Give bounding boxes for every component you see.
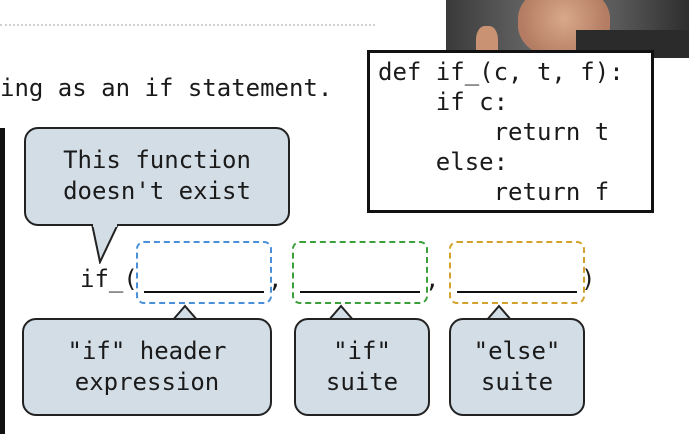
separator-comma: , bbox=[268, 265, 283, 293]
callout-text: suite bbox=[480, 368, 554, 396]
code-line: return f bbox=[378, 178, 610, 206]
top-dotted-divider bbox=[0, 24, 375, 26]
callout-function-missing: This function doesn't exist bbox=[24, 127, 290, 226]
left-border-bar bbox=[0, 128, 5, 434]
callout-text: "if" bbox=[333, 337, 391, 365]
blank-line bbox=[300, 291, 420, 293]
slot-if-suite bbox=[292, 241, 428, 304]
slide-title: ing as an if statement. bbox=[0, 74, 333, 102]
call-suffix: ) bbox=[581, 265, 596, 293]
code-line: def if_(c, t, f): bbox=[378, 58, 624, 86]
blank-line bbox=[457, 291, 577, 293]
callout-text: This function bbox=[63, 146, 251, 174]
callout-text: suite bbox=[325, 368, 399, 396]
callout-text: doesn't exist bbox=[63, 177, 251, 205]
slot-else-suite bbox=[449, 241, 585, 304]
separator-comma: , bbox=[425, 265, 440, 293]
callout-if-suite: "if" suite bbox=[294, 318, 430, 416]
code-box: def if_(c, t, f): if c: return t else: r… bbox=[367, 50, 654, 213]
callout-text: expression bbox=[74, 368, 220, 396]
presenter-video-thumbnail bbox=[446, 0, 689, 58]
code-line: if c: bbox=[378, 88, 509, 116]
callout-if-header-expression: "if" header expression bbox=[22, 318, 272, 416]
callout-text: "if" header bbox=[67, 337, 227, 365]
code-line: else: bbox=[378, 148, 509, 176]
code-line: return t bbox=[378, 118, 610, 146]
blank-line bbox=[144, 291, 264, 293]
callout-else-suite: "else" suite bbox=[449, 318, 585, 416]
callout-tail-down bbox=[90, 224, 120, 264]
call-prefix: if_( bbox=[80, 265, 138, 293]
slot-header-expression bbox=[136, 241, 272, 304]
callout-text: "else" bbox=[473, 337, 561, 365]
